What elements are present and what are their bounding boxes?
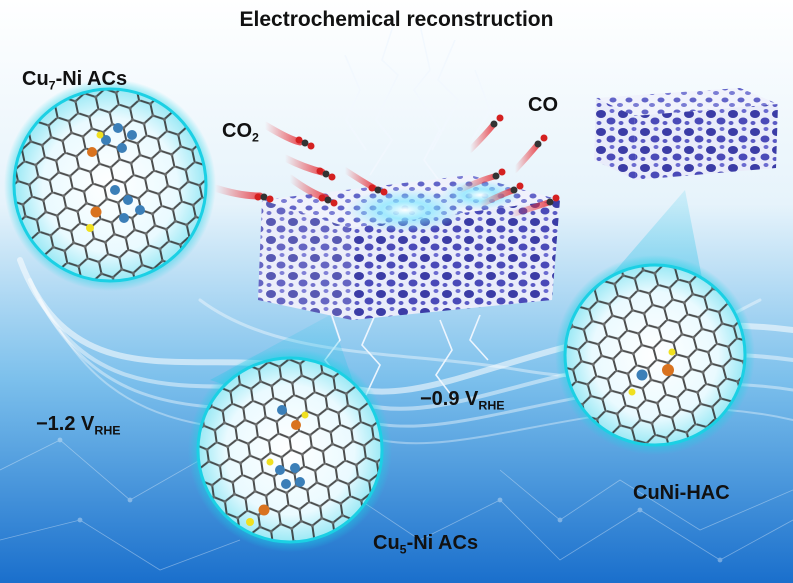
lightning-bolt-icon — [323, 19, 491, 401]
co2-molecule-icon — [254, 136, 388, 207]
copper-atom-icon — [636, 369, 648, 381]
cu7-ni-acs-structure — [4, 79, 216, 291]
cu5-ni-acs-label: Cu5-Ni ACs — [373, 532, 479, 557]
nickel-atom-icon — [87, 147, 97, 157]
copper-atom-icon — [101, 123, 145, 223]
nickel-atom-icon — [90, 206, 102, 218]
co-molecule-icon — [490, 114, 560, 206]
sulfur-atom-icon — [96, 131, 104, 139]
cu5-ni-acs-structure — [188, 348, 392, 552]
sulfur-atom-icon — [668, 348, 676, 356]
cuni-hac-structure — [555, 255, 755, 455]
porous-foam-block-small — [594, 88, 778, 180]
sulfur-atom-icon — [246, 518, 254, 526]
cu7-ni-acs-label: Cu7-Ni ACs — [22, 68, 128, 93]
potential-label-low: −0.9 VRHE — [420, 388, 505, 413]
cuni-hac-label: CuNi-HAC — [633, 482, 730, 504]
co-label: CO — [528, 94, 558, 116]
sulfur-atom-icon — [628, 388, 636, 396]
co2-label: CO2 — [222, 120, 259, 145]
potential-label-high: −1.2 VRHE — [36, 413, 121, 438]
nickel-atom-icon — [291, 420, 301, 430]
sulfur-atom-icon — [301, 411, 309, 419]
nickel-atom-icon — [662, 364, 674, 376]
diagram-title: Electrochemical reconstruction — [239, 8, 554, 31]
copper-atom-icon — [275, 405, 305, 489]
sulfur-atom-icon — [86, 224, 94, 232]
porous-foam-block — [258, 175, 560, 320]
nickel-atom-icon — [258, 504, 270, 516]
sulfur-atom-icon — [266, 458, 274, 466]
